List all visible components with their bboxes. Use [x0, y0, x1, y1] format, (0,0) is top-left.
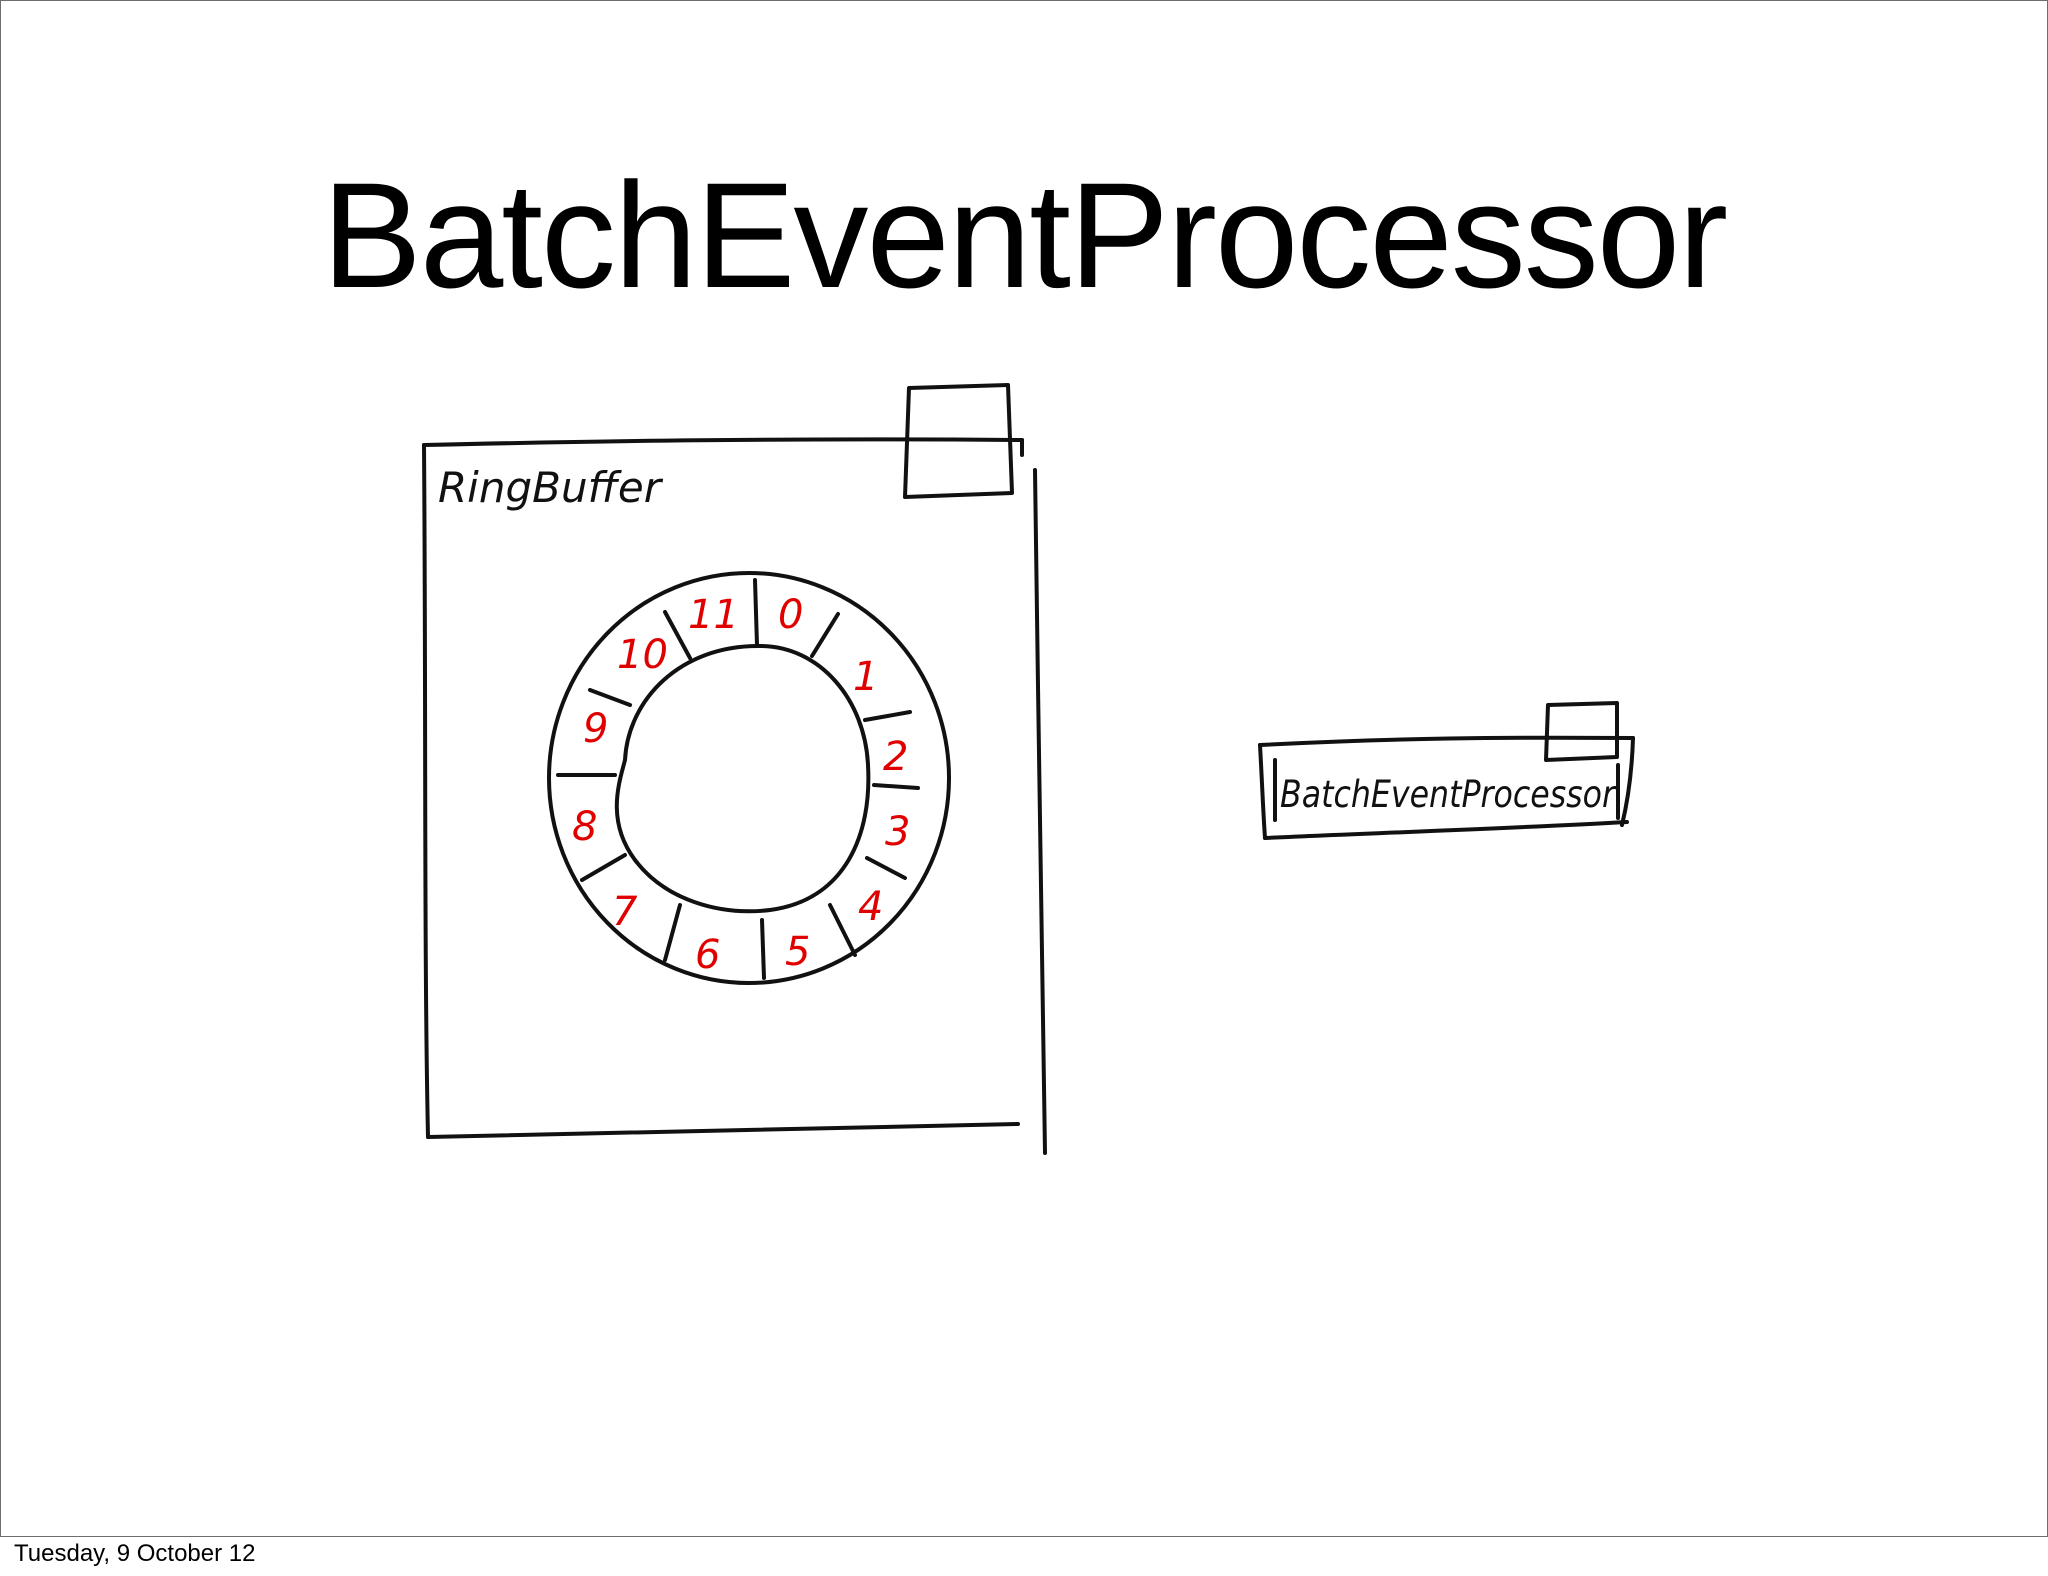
slide — [0, 0, 2048, 1537]
slot-9: 9 — [583, 706, 608, 752]
slot-10: 10 — [617, 632, 668, 678]
ring — [547, 571, 951, 985]
ring-slot-numbers: 0 1 2 3 4 5 6 7 8 9 10 11 — [572, 592, 910, 978]
slot-5: 5 — [785, 929, 810, 975]
ring-dividers — [556, 578, 920, 980]
ring-buffer-handle — [903, 383, 1014, 499]
slot-8: 8 — [572, 804, 597, 850]
slot-3: 3 — [885, 809, 910, 855]
slot-4: 4 — [858, 884, 883, 930]
slot-2: 2 — [883, 734, 908, 780]
slot-1: 1 — [853, 654, 878, 700]
slot-11: 11 — [688, 592, 739, 638]
processor-label: BatchEventProcessor — [1280, 773, 1617, 816]
slot-6: 6 — [695, 932, 720, 978]
ring-buffer-label: RingBuffer — [438, 463, 664, 512]
processor-handle — [1544, 701, 1619, 762]
processor-box — [1258, 735, 1635, 840]
slot-0: 0 — [778, 592, 803, 638]
slot-7: 7 — [612, 889, 638, 935]
ring-buffer-box — [422, 437, 1047, 1155]
slide-title: BatchEventProcessor — [321, 151, 1728, 319]
slide-footer: Tuesday, 9 October 12 — [14, 1540, 256, 1567]
